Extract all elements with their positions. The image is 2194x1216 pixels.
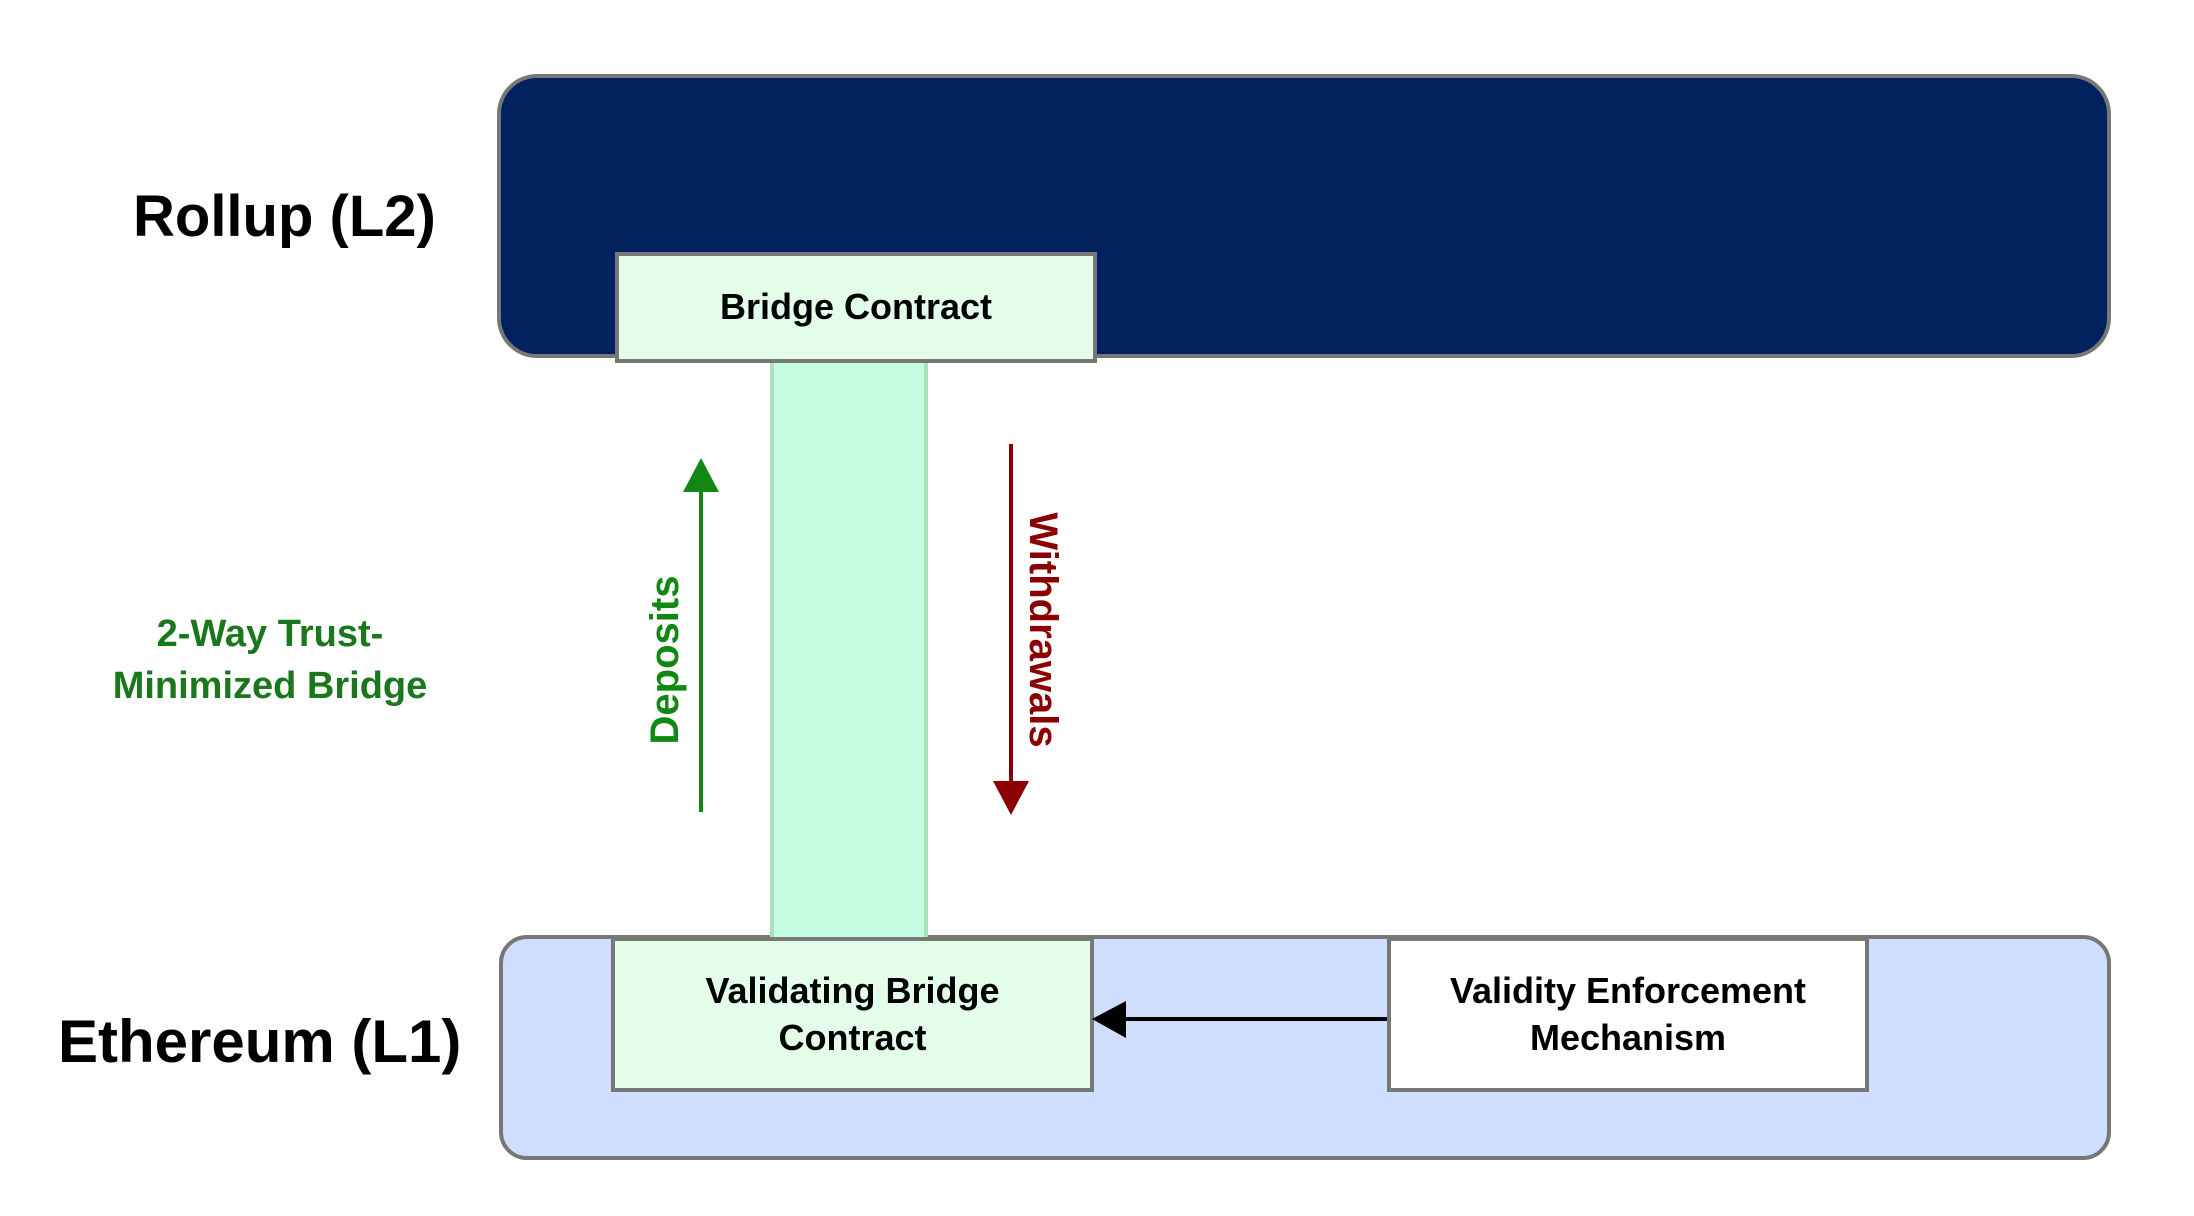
bridge-contract-node: Bridge Contract	[615, 252, 1097, 363]
deposits-arrowhead-icon	[683, 458, 719, 492]
bridge-column	[770, 358, 928, 937]
bridge-title-line2: Minimized Bridge	[112, 665, 428, 708]
validity-enforcement-label-line1: Validity Enforcement	[1449, 969, 1807, 1011]
withdrawals-arrowhead-icon	[993, 781, 1029, 815]
bridge-title-line1: 2-Way Trust-	[156, 613, 384, 655]
validity-enforcement-mechanism-node: Validity Enforcement Mechanism	[1387, 937, 1869, 1092]
withdrawals-label: Withdrawals	[1021, 512, 1065, 748]
validating-bridge-contract-node: Validating Bridge Contract	[611, 937, 1094, 1092]
rollup-l2-label: Rollup (L2)	[133, 184, 436, 249]
deposits-label: Deposits	[643, 575, 687, 745]
validating-bridge-contract-label-line1: Validating Bridge	[705, 969, 1000, 1011]
deposits-arrow	[683, 458, 719, 812]
bridge-contract-label: Bridge Contract	[719, 286, 993, 328]
ethereum-l1-label: Ethereum (L1)	[58, 1008, 462, 1075]
validating-bridge-contract-label-line2: Contract	[778, 1016, 927, 1058]
validity-enforcement-label-line2: Mechanism	[1529, 1016, 1727, 1058]
bridge-title: 2-Way Trust- Minimized Bridge	[60, 608, 480, 712]
